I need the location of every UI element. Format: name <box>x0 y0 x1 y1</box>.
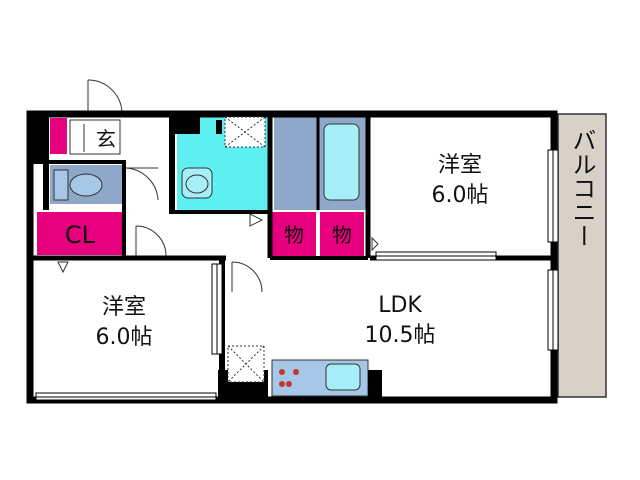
bathtub <box>323 123 360 201</box>
door-swings <box>57 213 379 293</box>
western-room-right-size: 6.0帖 <box>432 183 489 208</box>
closet <box>37 212 123 255</box>
balcony: バルコニー <box>557 113 607 398</box>
storage-1 <box>272 212 316 257</box>
western-room-right-name: 洋室 <box>438 153 482 178</box>
western-room-left-size: 6.0帖 <box>96 325 153 350</box>
entrance: 玄 <box>69 119 121 155</box>
windows <box>35 149 559 401</box>
storage-1-label: 物 <box>284 223 304 247</box>
entrance-door-swing <box>87 79 123 115</box>
ldk-size: 10.5帖 <box>365 323 436 348</box>
western-room-left-name: 洋室 <box>102 295 146 320</box>
toilet <box>53 167 159 201</box>
refrigerator-space <box>227 345 265 383</box>
entrance-label: 玄 <box>96 127 116 151</box>
washroom-toilet <box>181 116 266 199</box>
stove <box>279 369 299 387</box>
balcony-label: バルコニー <box>568 128 596 248</box>
storage-2-label: 物 <box>332 223 352 247</box>
ldk-name: LDK <box>378 293 422 318</box>
shoe-storage <box>50 118 67 154</box>
closet-label: CL <box>65 221 96 249</box>
bathroom-floor <box>274 117 318 210</box>
storage-2 <box>320 212 364 257</box>
kitchen-sink <box>325 363 361 391</box>
balcony-area <box>557 113 607 398</box>
